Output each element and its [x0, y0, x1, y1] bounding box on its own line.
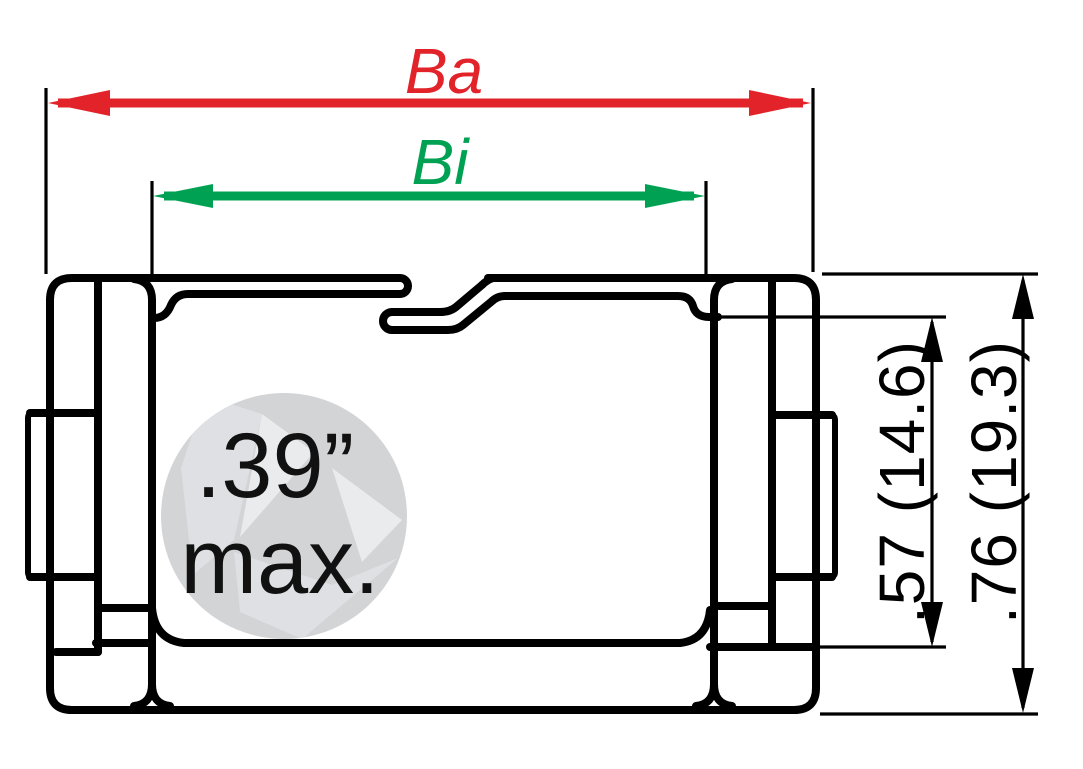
arrowhead-left-icon	[153, 184, 213, 208]
facet-icon	[181, 396, 262, 575]
lid-right-underside	[379, 292, 722, 334]
arrowhead-down-icon	[921, 602, 943, 647]
dimension-outer-height: .76 (19.3)	[820, 272, 1038, 716]
dimension-inner-height: .57 (14.6)	[718, 315, 946, 649]
inner-width-label: Bi	[412, 126, 471, 198]
outer-outline	[46, 274, 820, 714]
dimension-inner-width: Bi	[150, 126, 708, 277]
watermark-value: .39”	[196, 415, 355, 517]
facet-icon	[234, 552, 398, 639]
facet-icon	[240, 414, 314, 537]
chain-link-profile	[25, 274, 838, 714]
watermark-qualifier: max.	[180, 511, 379, 613]
left-block-wall	[130, 275, 156, 710]
cavity-floor	[148, 604, 714, 647]
arrowhead-left-icon	[48, 90, 110, 116]
dimension-outer-width: Ba	[44, 35, 815, 274]
inner-height-label: .57 (14.6)	[866, 340, 938, 624]
arrowhead-right-icon	[749, 90, 811, 116]
lid-ramp-top	[388, 274, 497, 316]
outer-width-label: Ba	[405, 35, 483, 107]
outer-height-label: .76 (19.3)	[958, 340, 1030, 624]
right-pin-tab	[812, 412, 838, 580]
watermark: .39” max.	[161, 393, 407, 639]
arrowhead-down-icon	[1012, 668, 1034, 713]
watermark-facets	[181, 396, 402, 639]
left-block-wall-foot	[148, 680, 174, 710]
facet-icon	[332, 468, 402, 562]
right-block-wall	[710, 275, 736, 710]
arrowhead-right-icon	[645, 184, 705, 208]
left-pin-tab	[25, 410, 53, 580]
arrowhead-up-icon	[1012, 274, 1034, 319]
arrowhead-up-icon	[921, 317, 943, 362]
right-block-wall-foot	[692, 680, 718, 710]
